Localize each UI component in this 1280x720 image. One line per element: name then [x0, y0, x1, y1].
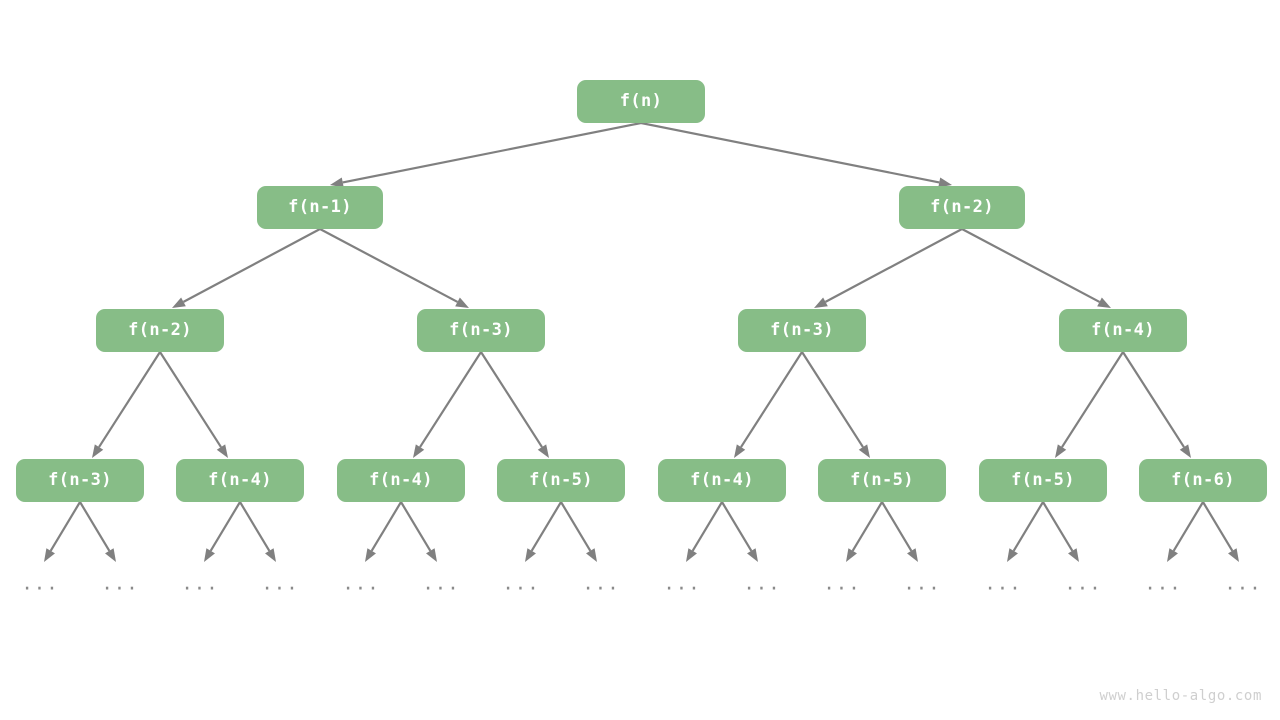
edge-arrow: [44, 501, 81, 562]
edge-arrow: [480, 351, 549, 458]
edge-arrow: [159, 351, 228, 458]
edge-arrow: [319, 228, 469, 308]
ellipsis-marker: ...: [181, 572, 219, 595]
ellipsis-marker: ...: [422, 572, 460, 595]
tree-node-label: f(n-2): [930, 197, 994, 217]
edge-arrow: [239, 501, 276, 562]
tree-node-label: f(n-4): [1091, 320, 1155, 340]
edge-arrow: [846, 501, 883, 562]
ellipsis-marker: ...: [582, 572, 620, 595]
tree-node-label: f(n-3): [770, 320, 834, 340]
ellipsis-marker: ...: [823, 572, 861, 595]
tree-node: f(n-6): [1139, 458, 1267, 502]
ellipsis-marker: ...: [101, 572, 139, 595]
edge-arrow: [92, 351, 161, 458]
tree-node-label: f(n-5): [1011, 470, 1075, 490]
tree-node-label: f(n-5): [850, 470, 914, 490]
edge-arrow: [525, 501, 562, 562]
tree-node: f(n-3): [417, 308, 545, 352]
ellipsis-marker: ...: [663, 572, 701, 595]
tree-node-label: f(n-4): [690, 470, 754, 490]
tree-node: f(n): [577, 79, 705, 123]
edge-arrow: [1042, 501, 1079, 562]
ellipsis-marker: ...: [1064, 572, 1102, 595]
edge-arrow: [1167, 501, 1204, 562]
edge-arrow: [413, 351, 482, 458]
edge-arrow: [172, 228, 321, 308]
edge-arrow: [330, 121, 642, 188]
ellipsis-marker: ...: [342, 572, 380, 595]
tree-node-label: f(n-6): [1171, 470, 1235, 490]
edge-arrow: [881, 501, 918, 562]
edge-arrow: [640, 121, 952, 188]
ellipsis-marker: ...: [261, 572, 299, 595]
edge-arrow: [1202, 501, 1239, 562]
ellipsis-marker: ...: [903, 572, 941, 595]
edge-arrow: [734, 351, 803, 458]
tree-node-label: f(n-4): [369, 470, 433, 490]
ellipsis-marker: ...: [984, 572, 1022, 595]
tree-node: f(n-1): [257, 185, 383, 229]
tree-node: f(n-5): [979, 458, 1107, 502]
tree-node: f(n-4): [337, 458, 465, 502]
edge-arrow: [560, 501, 597, 562]
edge-arrow: [400, 501, 437, 562]
tree-node-label: f(n-5): [529, 470, 593, 490]
ellipsis-marker: ...: [502, 572, 540, 595]
edge-arrow: [801, 351, 870, 458]
tree-node-label: f(n-3): [449, 320, 513, 340]
edge-arrow: [961, 228, 1111, 308]
ellipsis-marker: ...: [1224, 572, 1262, 595]
edge-arrow: [365, 501, 402, 562]
tree-node-label: f(n-4): [208, 470, 272, 490]
edge-arrow: [686, 501, 723, 562]
tree-node-label: f(n-1): [288, 197, 352, 217]
edge-arrow: [814, 228, 963, 308]
edge-arrow: [79, 501, 116, 562]
ellipsis-marker: ...: [1144, 572, 1182, 595]
edge-arrow: [1055, 351, 1124, 458]
ellipsis-marker: ...: [743, 572, 781, 595]
tree-node: f(n-4): [176, 458, 304, 502]
tree-node: f(n-5): [818, 458, 946, 502]
tree-node: f(n-2): [96, 308, 224, 352]
tree-node: f(n-2): [899, 185, 1025, 229]
tree-node: f(n-4): [658, 458, 786, 502]
tree-node: f(n-4): [1059, 308, 1187, 352]
tree-node: f(n-3): [16, 458, 144, 502]
edge-arrow: [721, 501, 758, 562]
edge-arrow: [1007, 501, 1044, 562]
watermark-text: www.hello-algo.com: [1099, 688, 1262, 704]
tree-node: f(n-5): [497, 458, 625, 502]
edge-arrow: [1122, 351, 1191, 458]
tree-node-label: f(n-3): [48, 470, 112, 490]
tree-node-label: f(n): [619, 91, 663, 111]
ellipsis-marker: ...: [21, 572, 59, 595]
tree-node: f(n-3): [738, 308, 866, 352]
edge-arrow: [204, 501, 241, 562]
tree-node-label: f(n-2): [128, 320, 192, 340]
